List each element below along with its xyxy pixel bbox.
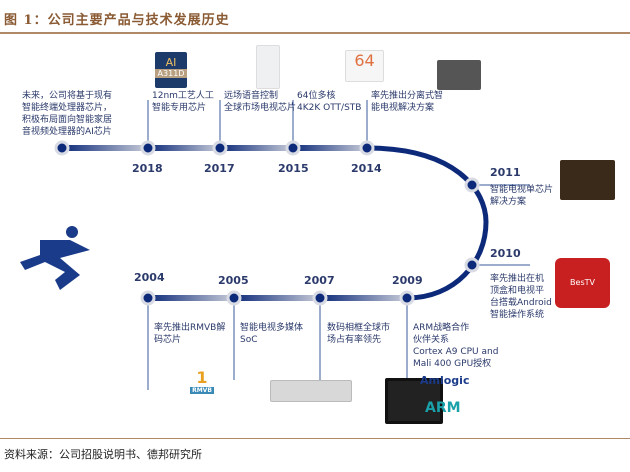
source-divider	[0, 438, 630, 439]
node-2010	[464, 257, 480, 273]
event-2017-text: 远场语音控制全球市场电视芯片	[224, 91, 297, 113]
node-2009	[399, 290, 415, 306]
year-2017: 2017	[204, 162, 235, 175]
node-intro	[54, 140, 70, 156]
node-2011	[464, 177, 480, 193]
event-2011-text: 智能电视单芯片解决方案	[490, 185, 554, 207]
year-2009: 2009	[392, 274, 423, 287]
year-2014: 2014	[351, 162, 382, 175]
timeline-top-line	[62, 145, 367, 151]
amlogic-logo: Amlogic	[420, 374, 470, 387]
source-note: 资料来源：公司招股说明书、德邦研究所	[4, 448, 202, 461]
tv-image	[437, 60, 481, 90]
title-divider	[0, 32, 630, 34]
event-2018-text: 12nm工艺人工智能专用芯片	[152, 91, 214, 113]
chip-image-2011	[560, 160, 615, 200]
year-2015: 2015	[278, 162, 309, 175]
arm-logo: ARM	[425, 400, 461, 416]
node-2005	[226, 290, 242, 306]
photo-frame-image	[385, 378, 443, 424]
bestv-box-image: BesTV	[555, 258, 610, 308]
event-2014-text: 率先推出分离式智能电视解决方案	[371, 91, 444, 113]
year-2010: 2010	[490, 247, 521, 260]
node-2004	[140, 290, 156, 306]
runner-icon	[20, 226, 90, 290]
settop-box-image	[270, 380, 352, 402]
year-2018: 2018	[132, 162, 163, 175]
64bit-image: 64	[345, 50, 384, 82]
timeline-nodes	[54, 140, 480, 306]
node-2017	[212, 140, 228, 156]
node-2018	[140, 140, 156, 156]
intro-text: 未来，公司将基于现有智能终端处理器芯片，积极布局面向智能家居音视频处理器的AI芯…	[22, 91, 113, 137]
year-2005: 2005	[218, 274, 249, 287]
event-2004-text: 率先推出RMVB解码芯片	[154, 323, 226, 345]
event-2007-text: 数码相框全球市场占有率领先	[327, 323, 391, 345]
year-2011: 2011	[490, 166, 521, 179]
node-2007	[312, 290, 328, 306]
year-2007: 2007	[304, 274, 335, 287]
timeline-bottom-line	[148, 295, 407, 301]
figure-title: 图 1：公司主要产品与技术发展历史	[4, 13, 230, 28]
node-2015	[285, 140, 301, 156]
timeline-curve	[366, 145, 489, 301]
node-2014	[359, 140, 375, 156]
speaker-image	[256, 45, 280, 89]
year-2004: 2004	[134, 271, 165, 284]
